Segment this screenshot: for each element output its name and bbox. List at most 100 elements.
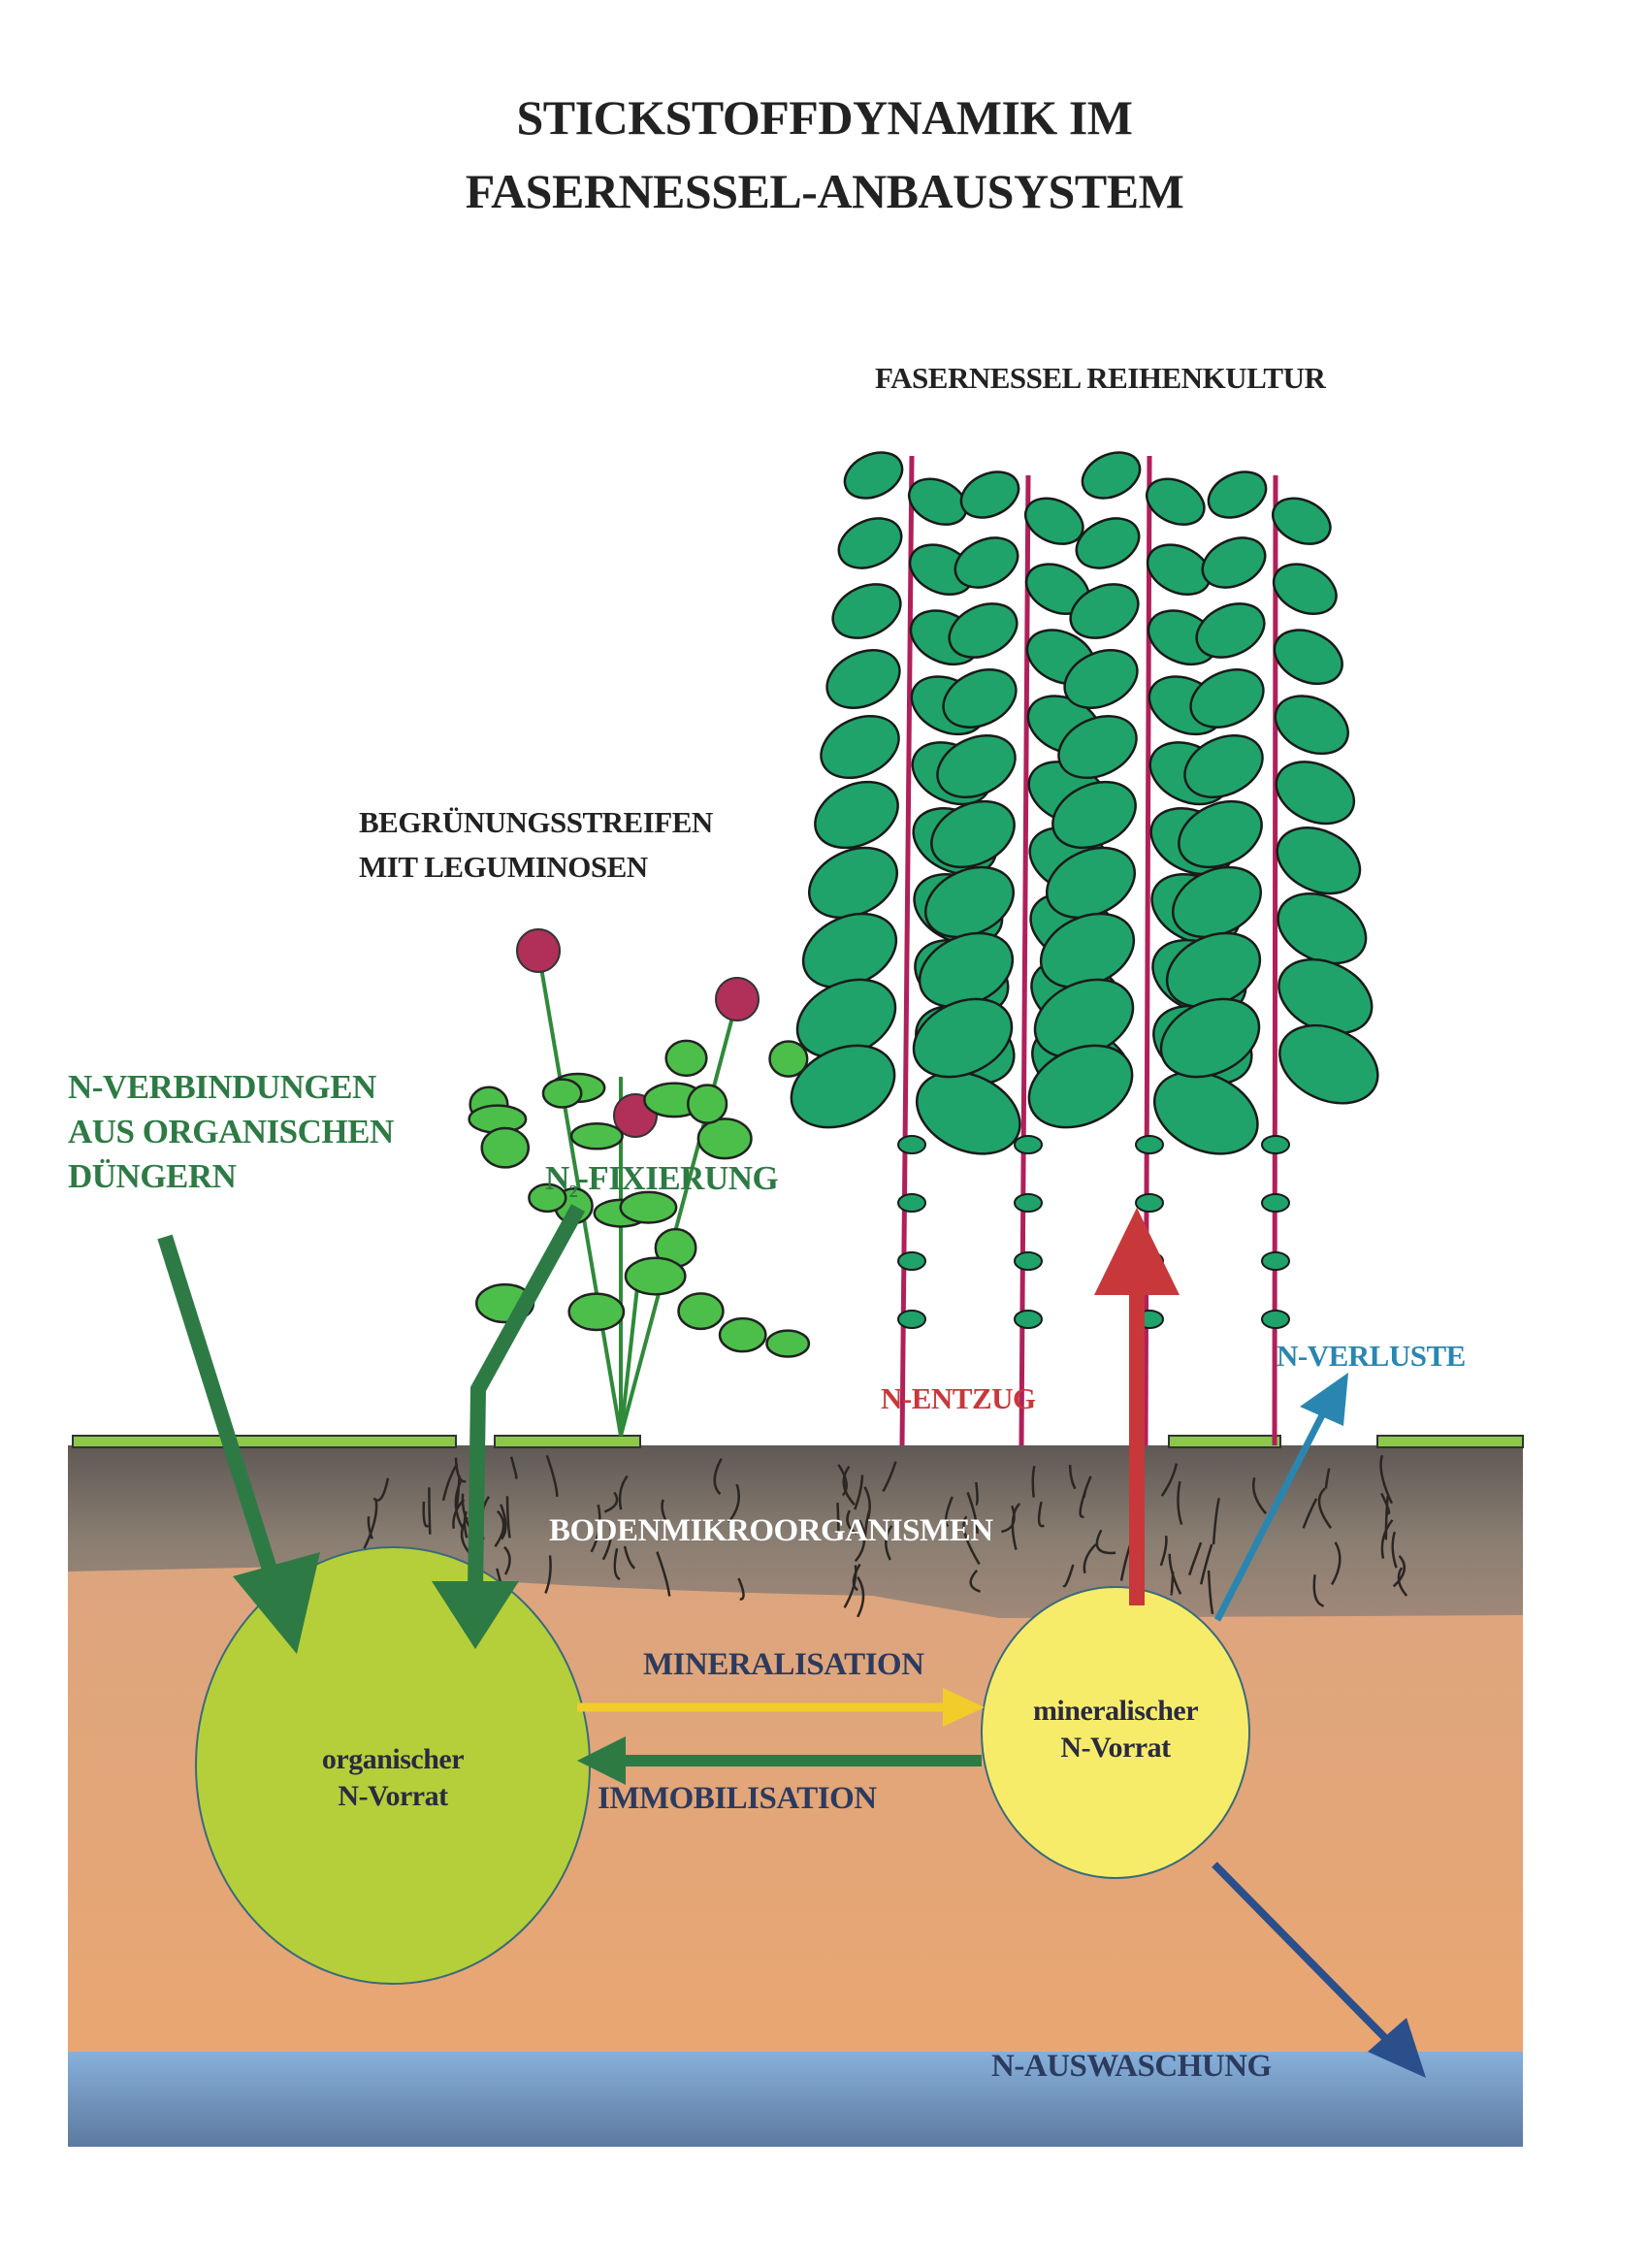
mineralisation-arrow: [577, 1688, 985, 1727]
grass-strip: [494, 1435, 641, 1448]
root-line: [966, 1491, 979, 1534]
root-line: [854, 1519, 866, 1563]
nettle-leaf: [1075, 517, 1141, 569]
root-line: [1160, 1463, 1179, 1497]
nettle-leaf: [1146, 477, 1206, 526]
organic-input-label-1: N-VERBINDUNGEN: [68, 1068, 376, 1106]
clover-leaf: [567, 1292, 626, 1332]
nettle-leaf-small: [1261, 1310, 1290, 1329]
nettle-leaf: [807, 846, 899, 920]
root-line: [1095, 1529, 1116, 1555]
nettle-leaf: [1069, 583, 1140, 639]
losses-arrow: [1213, 1373, 1348, 1622]
mineral-pool-line-2: N-Vorrat: [1060, 1732, 1171, 1764]
nettle-leaf-small: [897, 1193, 926, 1213]
root-line: [1302, 1498, 1318, 1529]
nettle-leaf: [1189, 668, 1265, 729]
nettle-leaf: [831, 583, 902, 639]
nettle-leaf: [1024, 497, 1084, 545]
nettle-leaf: [1183, 733, 1264, 799]
roots: [363, 1454, 1408, 1627]
nettle-leaf-small: [1261, 1135, 1290, 1154]
nettle-leaf: [1207, 470, 1268, 519]
nettle-culture-label: FASERNESSEL REIHENKULTUR: [875, 361, 1326, 395]
root-line: [1392, 1555, 1406, 1588]
nettle-leaf: [1051, 780, 1137, 850]
organic-input-label-3: DÜNGERN: [68, 1157, 237, 1195]
root-line: [857, 1576, 865, 1618]
nettle-leaf: [908, 477, 968, 526]
root-line: [737, 1577, 745, 1601]
root-line: [623, 1545, 636, 1570]
fixation-subscript: 2: [568, 1182, 578, 1201]
root-line: [503, 1545, 511, 1575]
nettle-leaf-small: [1014, 1251, 1043, 1271]
clover-leaf: [718, 1316, 767, 1353]
title-line-1: STICKSTOFFDYNAMIK IM: [516, 90, 1133, 145]
fixation-label: N2-FIXIERUNG: [545, 1156, 779, 1214]
mineral-pool-circle: [981, 1586, 1250, 1879]
root-line: [969, 1569, 982, 1593]
organic-pool-line-1: organischer: [321, 1743, 465, 1775]
nettle-leaf: [1057, 714, 1138, 780]
uptake-label: N-ENTZUG: [881, 1381, 1036, 1415]
fixation-arrow: [432, 1204, 586, 1649]
nettle-leaf: [1276, 826, 1362, 895]
fixation-n: N: [545, 1159, 569, 1197]
root-line: [1037, 1501, 1045, 1528]
nettle-leaf: [814, 780, 899, 850]
green-strips-label-2: MIT LEGUMINOSEN: [359, 850, 648, 884]
root-line: [842, 1465, 856, 1506]
root-line: [454, 1480, 465, 1530]
root-line: [836, 1502, 840, 1535]
root-line: [846, 1509, 857, 1536]
nettle-leaf: [1063, 649, 1139, 709]
nettle-leaf: [936, 733, 1017, 799]
grass-strip: [1168, 1435, 1281, 1448]
root-line: [1187, 1541, 1203, 1576]
nettle-leaf: [1178, 799, 1263, 869]
clover-leaf: [619, 1190, 678, 1224]
organic-pool-label: organischer N-Vorrat: [247, 1741, 538, 1815]
clover-stem: [619, 998, 739, 1437]
grass-strip: [72, 1435, 457, 1448]
nettle-leaf-small: [897, 1135, 926, 1154]
clover-leaf: [624, 1256, 687, 1296]
clover-leaf: [569, 1121, 624, 1150]
nettle-leaf: [1195, 602, 1266, 659]
grass-strips: [72, 1435, 1524, 1448]
nettle-leaf-small: [1261, 1251, 1290, 1271]
mineralisation-label: MINERALISATION: [643, 1647, 924, 1682]
nettle-leaf-small: [1014, 1135, 1043, 1154]
nettle-leaf: [1152, 1070, 1259, 1155]
root-line: [1083, 1543, 1097, 1573]
root-line: [1170, 1571, 1175, 1596]
grass-strip: [1376, 1435, 1524, 1448]
nettle-stem: [1272, 474, 1278, 1446]
losses-label: N-VERLUSTE: [1277, 1339, 1466, 1373]
microorganisms-label: BODENMIKROORGANISMEN: [549, 1513, 993, 1548]
root-line: [1011, 1503, 1021, 1550]
root-line: [1159, 1536, 1168, 1567]
root-line: [1397, 1567, 1408, 1597]
root-line: [1199, 1543, 1213, 1585]
clover-leaf: [677, 1292, 725, 1331]
clover-leaf: [664, 1039, 708, 1078]
root-line: [962, 1515, 981, 1566]
nettle-leaf: [942, 668, 1018, 729]
root-line: [367, 1516, 373, 1539]
fixation-rest: -FIXIERUNG: [577, 1159, 779, 1197]
nettle-leaf: [825, 649, 901, 709]
nettle-leaf: [1273, 629, 1343, 686]
leaching-label: N-AUSWASCHUNG: [991, 2049, 1272, 2084]
root-line: [441, 1463, 459, 1502]
nettle-leaf: [954, 536, 1019, 589]
nettle-leaf: [923, 865, 1016, 939]
root-line: [656, 1551, 671, 1597]
root-line: [1212, 1498, 1220, 1545]
nettle-leaf: [1277, 892, 1368, 965]
clover-leaf: [765, 1329, 811, 1358]
nettle-leaf: [1045, 846, 1137, 920]
root-line: [1380, 1492, 1391, 1515]
